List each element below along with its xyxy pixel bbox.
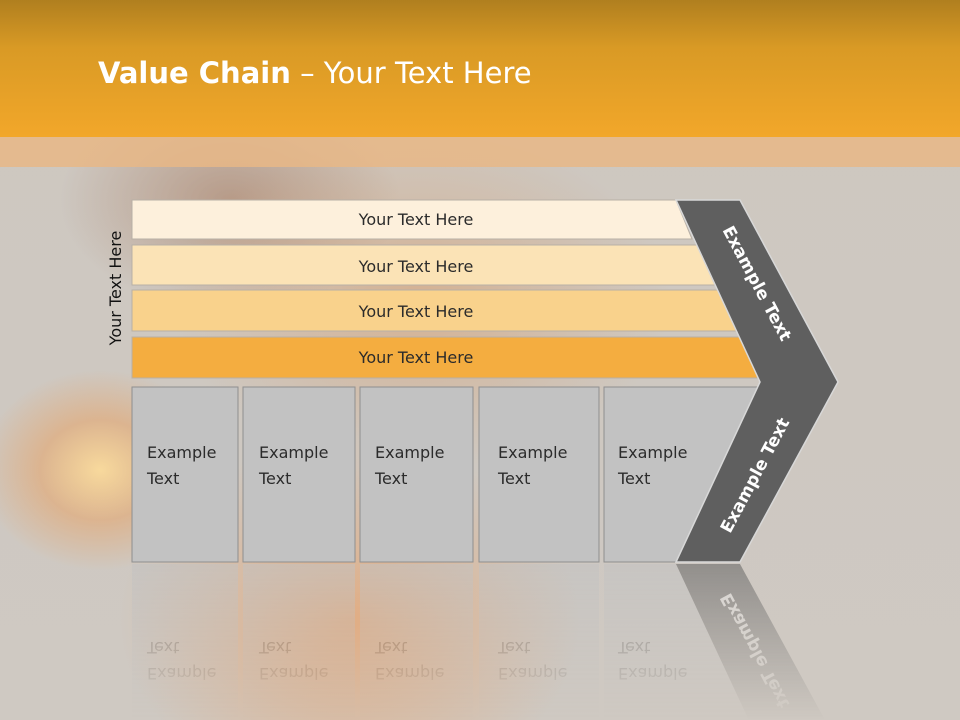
support-bar-4-label: Your Text Here	[358, 348, 474, 367]
support-bar-1	[131, 199, 693, 240]
primary-box-4	[478, 386, 600, 563]
primary-boxes: Example Text Example Text Example Text E…	[131, 386, 763, 563]
reflection-box-3-line1: Example	[375, 664, 444, 683]
support-bar-3-label: Your Text Here	[358, 302, 474, 321]
title-bold: Value Chain	[98, 56, 291, 90]
reflection-box-4-line2: Text	[497, 638, 530, 657]
reflection-box-5-line1: Example	[618, 664, 687, 683]
primary-box-5-line2: Text	[617, 469, 650, 488]
primary-box-2	[242, 386, 356, 563]
primary-box-1	[131, 386, 239, 563]
reflection-box-3-line2: Text	[374, 638, 407, 657]
side-label: Your Text Here	[106, 231, 125, 347]
reflection-box-2-line1: Example	[259, 664, 328, 683]
support-bars: Your Text Here Your Text Here Your Text …	[131, 199, 763, 379]
support-bar-2-label: Your Text Here	[358, 257, 474, 276]
slide-title: Value Chain – Your Text Here	[98, 56, 532, 94]
primary-box-3-line2: Text	[374, 469, 407, 488]
primary-box-5-line1: Example	[618, 443, 687, 462]
header-band	[0, 137, 960, 167]
primary-box-4-line1: Example	[498, 443, 567, 462]
header-bar	[0, 0, 960, 137]
primary-box-3-line1: Example	[375, 443, 444, 462]
reflection-box-1-line2: Text	[146, 638, 179, 657]
primary-box-1-line1: Example	[147, 443, 216, 462]
reflection: Example Text Example Text Example Text E…	[132, 564, 825, 720]
reflection-box-2-line2: Text	[258, 638, 291, 657]
reflection-box-1-line1: Example	[147, 664, 216, 683]
primary-box-4-line2: Text	[497, 469, 530, 488]
primary-box-2-line2: Text	[258, 469, 291, 488]
reflection-box-5-line2: Text	[617, 638, 650, 657]
primary-box-1-line2: Text	[146, 469, 179, 488]
support-bar-1-label: Your Text Here	[358, 210, 474, 229]
primary-box-2-line1: Example	[259, 443, 328, 462]
title-rest: – Your Text Here	[290, 56, 532, 90]
margin-arrow-shape	[674, 199, 839, 563]
reflection-box-4-line1: Example	[498, 664, 567, 683]
primary-box-3	[359, 386, 474, 563]
